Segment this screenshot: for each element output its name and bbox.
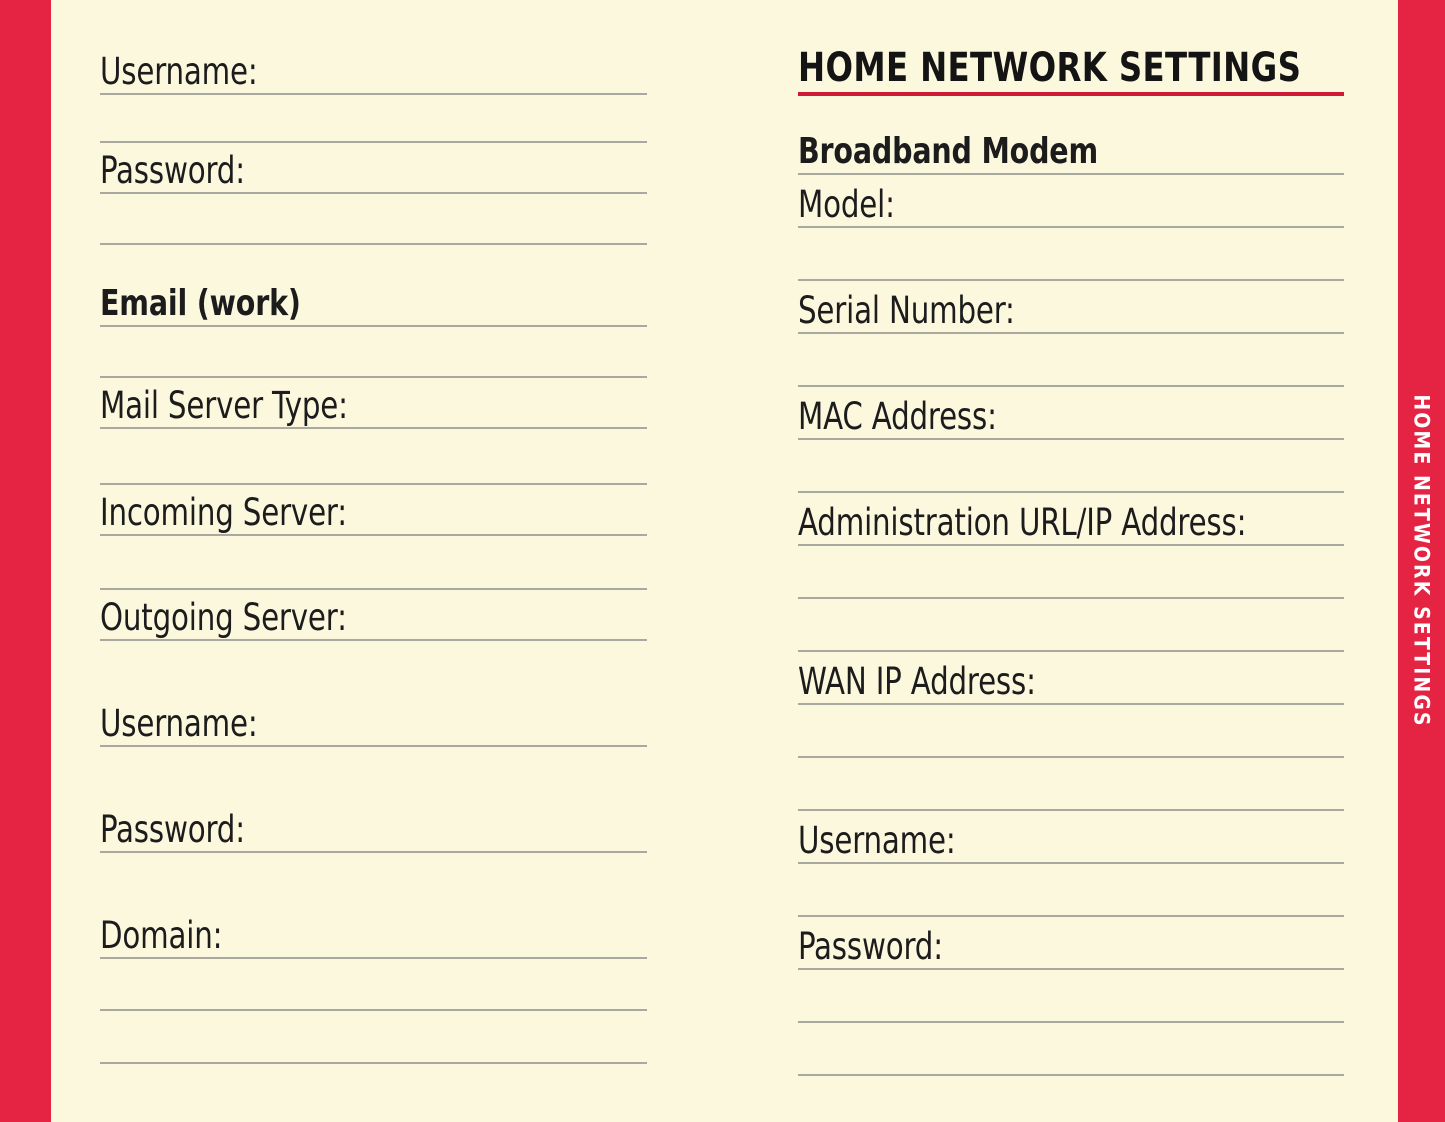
field-row[interactable]: Incoming Server: bbox=[100, 485, 647, 536]
blank-rule-row[interactable] bbox=[100, 536, 647, 590]
blank-rule-row[interactable] bbox=[798, 546, 1344, 599]
field-label: Outgoing Server: bbox=[100, 596, 347, 639]
subsection-row[interactable]: Broadband Modem bbox=[798, 119, 1344, 175]
field-row[interactable]: MAC Address: bbox=[798, 387, 1344, 440]
blank-rule-row[interactable] bbox=[100, 959, 647, 1011]
blank-rule-row[interactable] bbox=[100, 327, 647, 378]
subsection-label: Broadband Modem bbox=[798, 131, 1098, 172]
section-heading-text: HOME NETWORK SETTINGS bbox=[798, 45, 1302, 91]
blank-rule-row[interactable] bbox=[100, 194, 647, 245]
blank-rule-row[interactable] bbox=[798, 1023, 1344, 1076]
blank-rule-row[interactable] bbox=[798, 864, 1344, 917]
blank-rule-row[interactable] bbox=[798, 970, 1344, 1023]
field-row[interactable]: Username: bbox=[100, 641, 647, 747]
field-row[interactable]: Password: bbox=[798, 917, 1344, 970]
blank-rule-row[interactable] bbox=[798, 228, 1344, 281]
field-row[interactable]: Domain: bbox=[100, 853, 647, 959]
field-row[interactable]: Administration URL/IP Address: bbox=[798, 493, 1344, 546]
field-row[interactable]: Email (work) bbox=[100, 245, 647, 327]
field-label: Mail Server Type: bbox=[100, 384, 348, 427]
field-row[interactable]: Username: bbox=[100, 50, 647, 95]
blank-rule-row[interactable] bbox=[798, 758, 1344, 811]
field-label: Email (work) bbox=[100, 283, 301, 324]
field-row[interactable]: Username: bbox=[798, 811, 1344, 864]
field-row[interactable]: Password: bbox=[100, 143, 647, 194]
blank-rule-row[interactable] bbox=[798, 705, 1344, 758]
field-row[interactable]: Mail Server Type: bbox=[100, 378, 647, 429]
right-red-edge-bar bbox=[1398, 0, 1445, 1122]
field-label: Username: bbox=[798, 819, 956, 862]
section-heading: HOME NETWORK SETTINGS bbox=[798, 40, 1344, 96]
field-label: Domain: bbox=[100, 914, 223, 957]
blank-rule-row[interactable] bbox=[798, 440, 1344, 493]
field-label: Password: bbox=[100, 808, 245, 851]
blank-rule-row[interactable] bbox=[100, 429, 647, 485]
field-label: Incoming Server: bbox=[100, 491, 347, 534]
blank-rule-row[interactable] bbox=[100, 95, 647, 143]
field-row[interactable]: Outgoing Server: bbox=[100, 590, 647, 641]
section-tab-label: HOME NETWORK SETTINGS bbox=[1409, 394, 1434, 728]
field-label: Username: bbox=[100, 702, 258, 745]
field-label: WAN IP Address: bbox=[798, 660, 1036, 703]
field-row[interactable]: Serial Number: bbox=[798, 281, 1344, 334]
field-label: Model: bbox=[798, 183, 895, 226]
field-label: Administration URL/IP Address: bbox=[798, 501, 1247, 544]
field-label: Password: bbox=[100, 149, 245, 192]
field-row[interactable]: WAN IP Address: bbox=[798, 652, 1344, 705]
left-red-edge-bar bbox=[0, 0, 51, 1122]
field-label: MAC Address: bbox=[798, 395, 997, 438]
section-tab: HOME NETWORK SETTINGS bbox=[1398, 0, 1445, 1122]
field-label: Username: bbox=[100, 50, 258, 93]
field-row[interactable]: Model: bbox=[798, 175, 1344, 228]
field-row[interactable]: Password: bbox=[100, 747, 647, 853]
field-label: Serial Number: bbox=[798, 289, 1015, 332]
field-label: Password: bbox=[798, 925, 943, 968]
blank-rule-row[interactable] bbox=[798, 599, 1344, 652]
blank-rule-row[interactable] bbox=[100, 1011, 647, 1064]
blank-rule-row[interactable] bbox=[798, 334, 1344, 387]
